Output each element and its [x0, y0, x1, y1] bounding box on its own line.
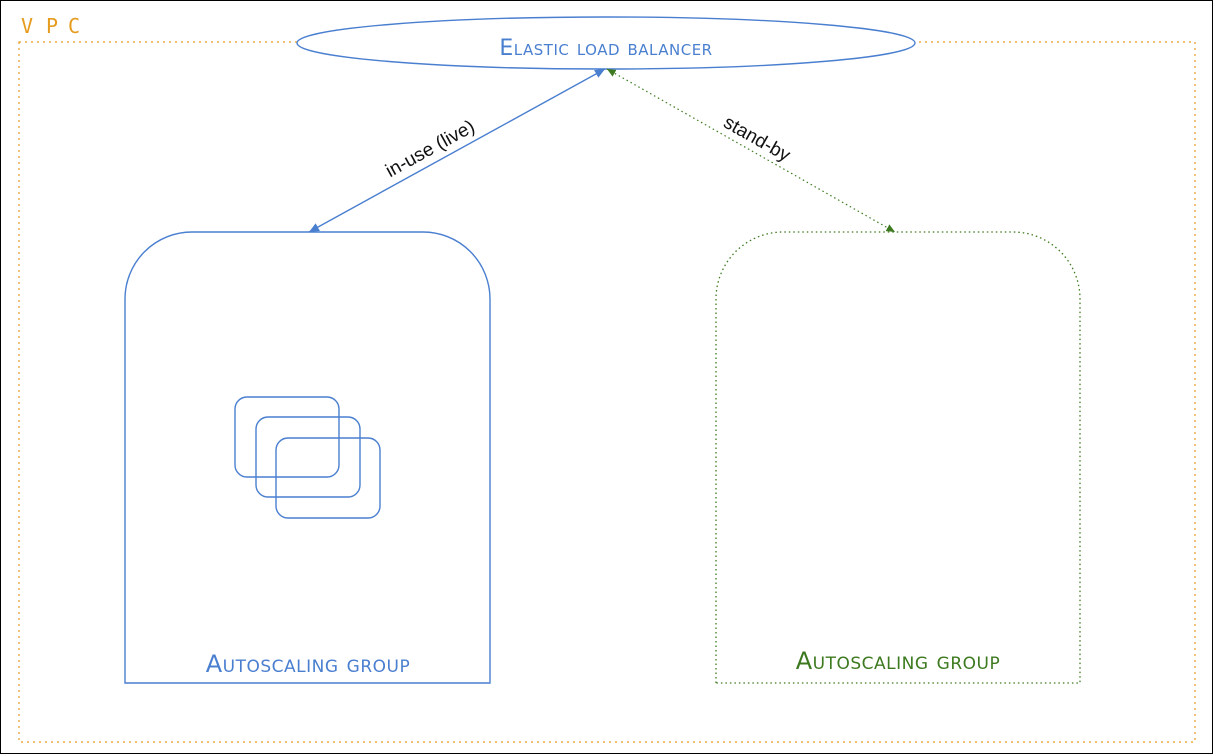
live-connection-arrow	[308, 68, 606, 233]
live-autoscaling-group	[124, 231, 491, 684]
stacked-instances-icon	[234, 396, 381, 519]
load-balancer-label: Elastic load balancer	[499, 36, 712, 61]
standby-group-label: Autoscaling group	[796, 647, 1000, 675]
instance-icon	[234, 396, 340, 478]
vpc-label: V P C	[21, 14, 80, 38]
standby-connection-arrow	[606, 68, 896, 233]
standby-connection-label: stand-by	[720, 112, 794, 166]
instance-icon	[275, 437, 381, 519]
live-group-label: Autoscaling group	[206, 650, 410, 678]
live-connection-label: in-use (live)	[382, 116, 478, 182]
vpc-letter: C	[68, 14, 80, 38]
vpc-letter: P	[46, 14, 58, 38]
instance-icon	[255, 416, 361, 498]
load-balancer-node	[296, 16, 916, 70]
vpc-letter: V	[21, 14, 33, 38]
standby-autoscaling-group	[715, 231, 1081, 684]
vpc-boundary	[18, 41, 1196, 743]
